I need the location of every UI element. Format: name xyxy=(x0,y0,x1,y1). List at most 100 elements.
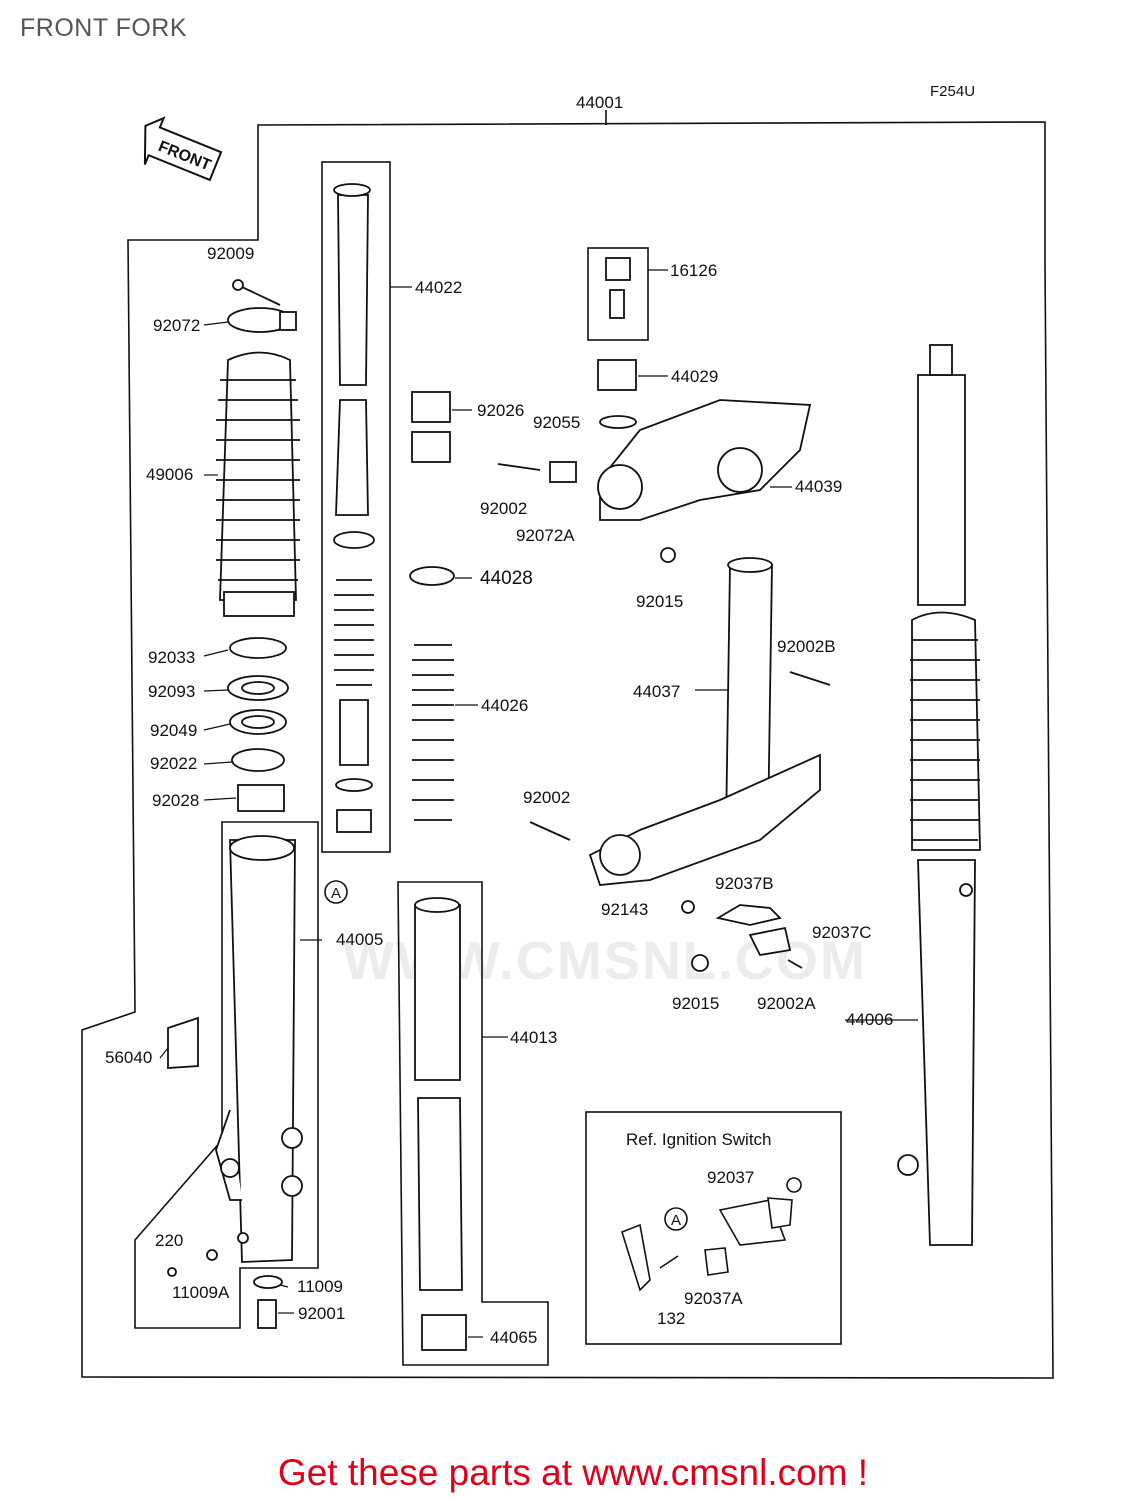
part-label-92093: 92093 xyxy=(148,682,195,701)
shop-link[interactable]: Get these parts at www.cmsnl.com ! xyxy=(277,1452,869,1493)
part-label-92143: 92143 xyxy=(601,900,648,919)
part-label-92015-top: 92015 xyxy=(636,592,683,611)
drain-bolt-icon xyxy=(257,1299,277,1329)
part-label-92002-top: 92002 xyxy=(480,499,527,518)
ignition-ref-title: Ref. Ignition Switch xyxy=(626,1130,772,1149)
bushing-icon xyxy=(421,1314,467,1351)
assembly-boundary xyxy=(81,121,1054,1379)
part-label-11009A: 11009A xyxy=(172,1283,230,1302)
plate-icon xyxy=(621,1223,651,1292)
part-label-44001: 44001 xyxy=(576,93,623,112)
spring-seat-icon xyxy=(409,566,455,586)
part-label-92002b: 92002B xyxy=(777,637,836,656)
part-label-92049: 92049 xyxy=(150,721,197,740)
part-label-11009: 11009 xyxy=(297,1277,343,1296)
inner-tube-icon xyxy=(333,183,371,516)
fork-spring-icon xyxy=(334,579,374,686)
top-bracket-icon xyxy=(597,399,812,521)
bolt-icon xyxy=(787,959,803,969)
gasket-icon xyxy=(253,1275,283,1289)
svg-text:A: A xyxy=(331,885,341,902)
dust-boot-icon xyxy=(216,351,300,617)
part-label-44028: 44028 xyxy=(480,568,533,589)
part-label-92055: 92055 xyxy=(533,413,580,432)
bolt-icon xyxy=(789,671,831,686)
steering-stem-icon xyxy=(725,557,773,831)
callout-marker-a: A xyxy=(664,1207,688,1231)
switch-bracket-icon xyxy=(718,1197,793,1246)
outer-tube-group-box xyxy=(134,821,319,1329)
part-label-44026: 44026 xyxy=(481,696,528,715)
part-label-92037a: 92037A xyxy=(684,1289,743,1308)
ignition-ref-box xyxy=(585,1111,842,1345)
collar-icon xyxy=(411,391,451,463)
right-fork-leg-icon xyxy=(897,344,981,1246)
piston-icon xyxy=(336,809,372,833)
cap-bolt-box xyxy=(587,247,649,341)
inner-tube-group-box xyxy=(321,161,391,853)
outer-tube-icon xyxy=(215,835,303,1263)
washer-icon xyxy=(229,709,287,735)
bolt-icon xyxy=(659,1255,679,1269)
lower-tube-group-box xyxy=(397,881,549,1366)
bushing-icon xyxy=(237,784,285,812)
part-label-220: 220 xyxy=(155,1231,183,1250)
nut-icon xyxy=(206,1249,218,1261)
screw-icon xyxy=(167,1267,177,1277)
clamp-icon xyxy=(227,307,297,333)
part-label-44029: 44029 xyxy=(671,367,718,386)
nut-icon xyxy=(660,547,676,563)
collar-icon xyxy=(681,900,695,914)
ring-icon xyxy=(335,778,373,792)
part-label-132: 132 xyxy=(657,1309,685,1328)
part-label-92026: 92026 xyxy=(477,401,524,420)
cap-bolt-icon xyxy=(597,359,637,391)
part-label-92015-bot: 92015 xyxy=(672,994,719,1013)
part-label-16126: 16126 xyxy=(670,261,717,280)
damper-icon xyxy=(339,699,369,766)
svg-text:A: A xyxy=(671,1212,681,1229)
bolt-icon xyxy=(232,279,281,306)
cable-clamp-icon xyxy=(549,461,577,483)
part-label-49006: 49006 xyxy=(146,465,193,484)
ring-icon xyxy=(231,748,285,772)
sticker-icon xyxy=(167,1016,199,1069)
drawing-code: F254U xyxy=(930,83,975,100)
bracket-icon xyxy=(748,926,792,956)
part-label-92001: 92001 xyxy=(298,1304,345,1323)
part-label-44005: 44005 xyxy=(336,930,383,949)
front-arrow-icon: FRONT xyxy=(143,116,223,182)
part-label-92028: 92028 xyxy=(152,791,199,810)
part-label-44013: 44013 xyxy=(510,1028,557,1047)
part-label-44065: 44065 xyxy=(490,1328,537,1347)
part-label-92002a: 92002A xyxy=(757,994,816,1013)
part-label-44039: 44039 xyxy=(795,477,842,496)
part-label-44022: 44022 xyxy=(415,278,462,297)
page-title: FRONT FORK xyxy=(20,14,188,42)
part-label-92033: 92033 xyxy=(148,648,195,667)
part-label-92072: 92072 xyxy=(153,316,200,335)
bolt-icon xyxy=(497,463,541,471)
footer-link[interactable]: Get these parts at www.cmsnl.com ! xyxy=(0,1452,1146,1494)
part-label-92037: 92037 xyxy=(707,1168,754,1187)
part-label-92022: 92022 xyxy=(150,754,197,773)
part-label-92037b: 92037B xyxy=(715,874,774,893)
callout-marker-a: A xyxy=(324,880,348,904)
lower-bracket-icon xyxy=(588,753,821,886)
spring-seat-icon xyxy=(333,531,375,549)
part-label-92009: 92009 xyxy=(207,244,254,263)
o-ring-icon xyxy=(599,415,637,429)
part-label-56040: 56040 xyxy=(105,1048,152,1067)
snap-ring-icon xyxy=(229,637,287,659)
part-label-92002-mid: 92002 xyxy=(523,788,570,807)
cap-icon xyxy=(605,257,631,319)
bolt-icon xyxy=(529,821,571,841)
fork-spring-icon xyxy=(412,644,454,821)
bracket-icon xyxy=(715,904,782,926)
part-label-92072a: 92072A xyxy=(516,526,575,545)
part-label-92037c: 92037C xyxy=(812,923,872,942)
parts-diagram: FRONT xyxy=(81,83,1054,1379)
collar-icon xyxy=(786,1177,802,1193)
fork-tube-icon xyxy=(414,897,463,1291)
part-label-44037: 44037 xyxy=(633,682,680,701)
